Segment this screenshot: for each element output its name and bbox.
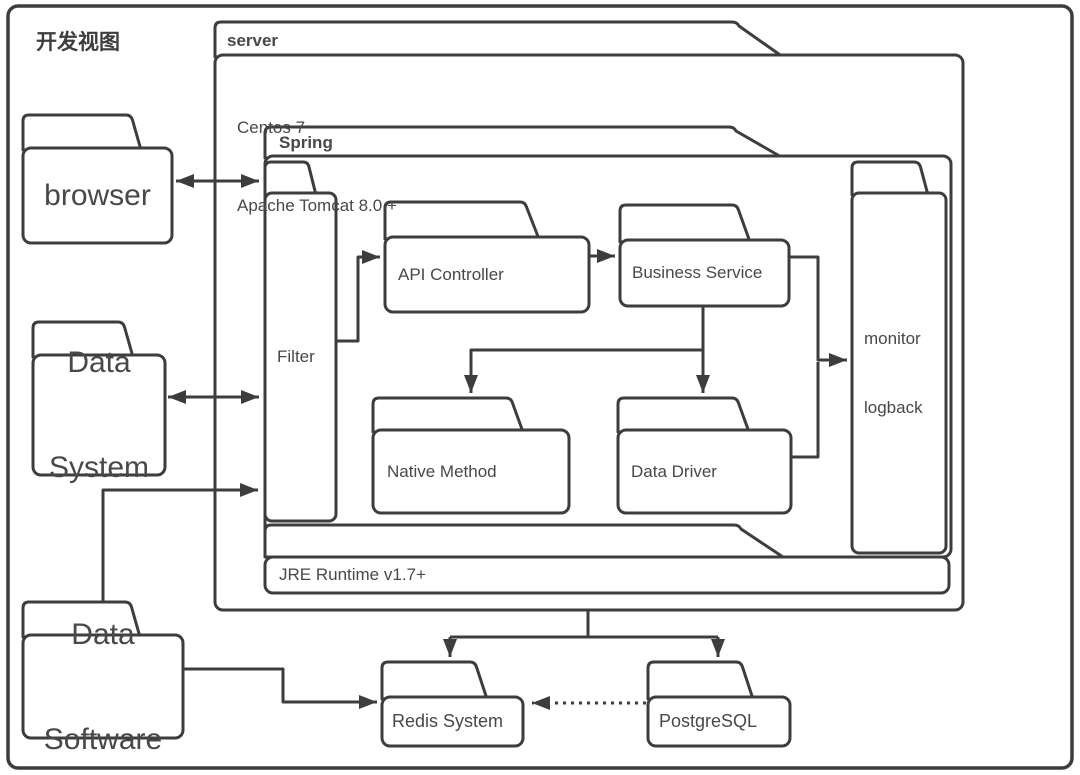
redis-system-label: Redis System [392,711,504,731]
native-method-folder-body [371,428,571,515]
data-software-line1: Data [71,617,135,651]
monitor-logback-label: monitor logback [852,193,946,553]
data-software-line2: Software [43,722,163,756]
data-software-label: Data Software [23,618,183,756]
browser-folder-body [21,146,174,245]
browser-label: browser [44,178,151,212]
business-service-folder-tab [618,203,752,244]
browser-folder-tab [21,113,143,152]
redis-folder-body [380,695,525,748]
data-system-line2: System [48,451,150,484]
edge-filter-api-controller [335,250,380,343]
monitor-folder-body [850,191,948,555]
edge-data-software-redis [184,667,377,709]
data-system-line1: Data [67,346,131,379]
edge-data-software-filter [101,483,258,601]
edge-business-service-monitor [789,255,847,367]
server-package-label: server [227,31,279,50]
filter-folder-body [263,191,338,523]
jre-package-tab [263,523,785,559]
data-software-folder-tab [21,600,142,639]
edge-data-driver-monitor [791,362,820,459]
data-driver-folder-tab [616,396,751,434]
business-service-label: Business Service [632,263,763,282]
data-driver-label: Data Driver [631,461,717,481]
filter-label: Filter [277,347,315,366]
data-system-folder-tab [31,320,135,359]
native-method-folder-tab [371,396,525,434]
data-system-label: Data System [33,346,165,484]
filter-folder-tab [263,160,318,197]
server-package-tab [213,20,785,59]
data-driver-folder-body [616,428,793,515]
postgresql-folder-tab [646,660,755,701]
redis-folder-tab [380,660,489,701]
api-controller-label: API Controller [398,264,504,284]
postgresql-label: PostgreSQL [659,711,758,731]
jre-package-body [263,555,951,595]
spring-package-tab [263,125,785,160]
native-method-label: Native Method [387,461,497,481]
data-system-folder-body [31,353,167,477]
server-env-text: Centos 7 Apache Tomcat 8.0 + [237,63,397,271]
diagram-title: 开发视图 [36,31,120,54]
monitor-line1: monitor [864,329,921,348]
spring-package-label: Spring [279,133,333,152]
monitor-folder-tab [850,160,930,197]
server-os-line: Centos 7 [237,118,306,137]
edge-business-service-native-method [464,348,703,393]
api-controller-folder-body [383,235,591,314]
monitor-line2: logback [864,398,923,417]
api-controller-folder-tab [383,200,541,241]
postgresql-folder-body [646,695,792,748]
jre-runtime-label: JRE Runtime v1.7+ [279,565,426,584]
server-runtime-line: Apache Tomcat 8.0 + [237,196,397,215]
data-software-folder-body [21,633,185,740]
